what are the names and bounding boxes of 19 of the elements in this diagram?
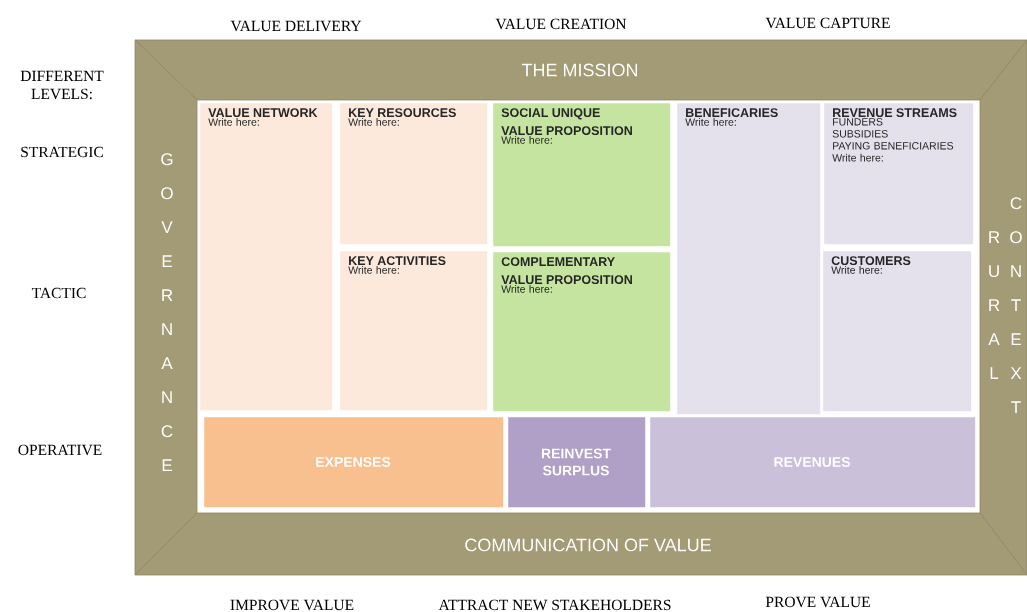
axis-label: VALUE DELIVERY — [230, 20, 362, 32]
canvas-box: REVENUE STREAMS FUNDERS SUBSIDIES PAYING BENEFICIARIES Write here: — [824, 103, 974, 245]
canvas-box: CUSTOMERS Write here: — [823, 251, 972, 412]
canvas-box: BENEFICARIES Write here: — [677, 103, 821, 415]
canvas-box: KEY ACTIVITIES Write here: — [340, 251, 488, 411]
canvas-box: VALUE NETWORK Write here: — [200, 103, 333, 411]
axis-label: ATTRACT NEW STAKEHOLDERS — [438, 599, 671, 611]
canvas-box: SOCIAL UNIQUE VALUE PROPOSITION Write here: — [493, 103, 671, 247]
summary-bar: REINVEST SURPLUS — [508, 417, 646, 508]
canvas-box: COMPLEMENTARY VALUE PROPOSITION Write here: — [493, 252, 671, 412]
axis-label: IMPROVE VALUE — [230, 599, 354, 611]
summary-bar: EXPENSES — [204, 417, 504, 508]
axis-label: STRATEGIC — [21, 146, 103, 158]
summary-bar: REVENUES — [650, 417, 976, 508]
canvas-box: KEY RESOURCES Write here: — [340, 103, 488, 245]
axis-label: TACTIC — [31, 287, 86, 299]
axis-label: DIFFERENT LEVELS: — [20, 70, 104, 100]
axis-label: OPERATIVE — [18, 444, 102, 456]
axis-label: PROVE VALUE — [765, 596, 870, 608]
